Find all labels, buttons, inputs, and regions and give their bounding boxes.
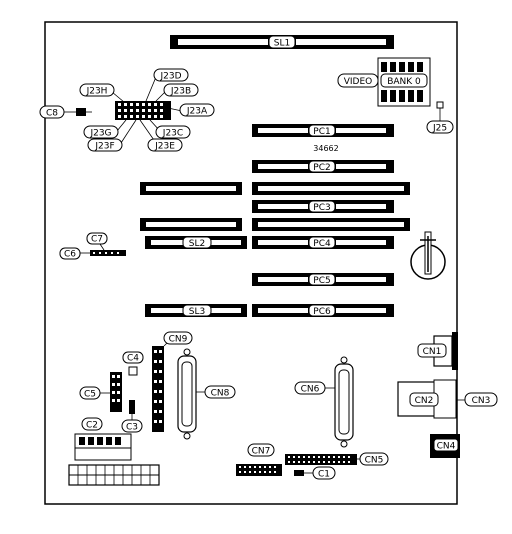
- label-pc2: PC2: [313, 163, 330, 173]
- slot-pc5: PC5: [252, 273, 394, 286]
- slot-pc4: PC4: [252, 236, 394, 249]
- jumper-c5: C5: [79, 372, 122, 412]
- label-c4: C4: [127, 354, 139, 364]
- label-cn3: CN3: [472, 396, 491, 406]
- label-j23a: J23A: [186, 107, 208, 117]
- label-cn8: CN8: [211, 389, 230, 399]
- isa-slot-left-2: [140, 218, 242, 231]
- power-connector: [68, 464, 160, 486]
- label-j23g: J23G: [89, 129, 111, 139]
- jumpers-c6-c7: C7 C6: [59, 232, 126, 260]
- label-cn5: CN5: [365, 456, 384, 466]
- label-cn2: CN2: [415, 396, 434, 406]
- label-c3: C3: [126, 423, 138, 433]
- label-c6: C6: [64, 250, 76, 260]
- jumper-c3: C3: [121, 400, 143, 433]
- battery: [410, 231, 446, 280]
- label-cn4: CN4: [437, 442, 456, 452]
- jumper-block-j23: J23H J23D J23B J23A J23G J23F J23C J23E: [79, 68, 215, 152]
- label-j23b: J23B: [170, 87, 191, 97]
- label-pc1: PC1: [313, 127, 330, 137]
- isa-slot-right-1: [252, 182, 410, 195]
- label-c2: C2: [86, 421, 98, 431]
- connector-cn5: CN5: [285, 452, 389, 466]
- slot-pc6: PC6: [252, 304, 394, 317]
- label-j23d: J23D: [159, 72, 181, 82]
- label-video: VIDEO: [344, 77, 373, 87]
- jumper-c8: C8: [39, 105, 92, 119]
- label-c5: C5: [84, 390, 96, 400]
- label-pc5: PC5: [313, 276, 330, 286]
- connector-cn6: CN6: [294, 356, 354, 448]
- label-cn1: CN1: [423, 347, 442, 357]
- label-cn9: CN9: [169, 335, 188, 345]
- slot-sl3: SL3: [145, 304, 247, 317]
- slot-pc3: PC3: [252, 200, 394, 213]
- label-cn7: CN7: [252, 447, 271, 457]
- label-j25: J25: [432, 124, 447, 134]
- label-j23h: J23H: [86, 87, 108, 97]
- connector-cn7: CN7: [236, 443, 282, 476]
- connector-cn1: CN1: [417, 332, 458, 370]
- label-sl3: SL3: [189, 307, 205, 317]
- label-c1: C1: [318, 470, 330, 480]
- label-cn6: CN6: [301, 385, 320, 395]
- board-number: 34662: [313, 144, 338, 153]
- label-pc4: PC4: [313, 239, 331, 249]
- label-sl1: SL1: [274, 39, 290, 49]
- jumper-c1: C1: [294, 466, 336, 480]
- slot-pc2: PC2: [252, 160, 394, 173]
- isa-slot-left-1: [140, 182, 242, 195]
- connector-cn9: CN9: [152, 331, 193, 432]
- label-j23c: J23C: [162, 129, 183, 139]
- label-j23f: J23F: [94, 142, 114, 152]
- jumper-j25: J25: [426, 101, 454, 134]
- label-bank0: BANK 0: [387, 77, 421, 87]
- jumper-c2: C2: [74, 417, 132, 461]
- connector-cn2-cn3: CN2 CN3: [397, 379, 498, 419]
- label-j23e: J23E: [154, 142, 175, 152]
- label-sl2: SL2: [189, 239, 205, 249]
- connector-cn8: CN8: [177, 348, 236, 440]
- slot-sl1: SL1: [170, 35, 394, 49]
- label-c7: C7: [91, 235, 103, 245]
- connector-cn4: CN4: [430, 434, 460, 458]
- slot-pc1: PC1: [252, 124, 394, 137]
- isa-slot-right-2: [252, 218, 410, 231]
- label-pc6: PC6: [313, 307, 331, 317]
- slot-sl2: SL2: [145, 236, 247, 249]
- memory-bank-0: VIDEO BANK 0: [337, 57, 431, 107]
- label-pc3: PC3: [313, 203, 330, 213]
- label-c8: C8: [46, 109, 58, 119]
- jumper-c4: C4: [122, 351, 144, 376]
